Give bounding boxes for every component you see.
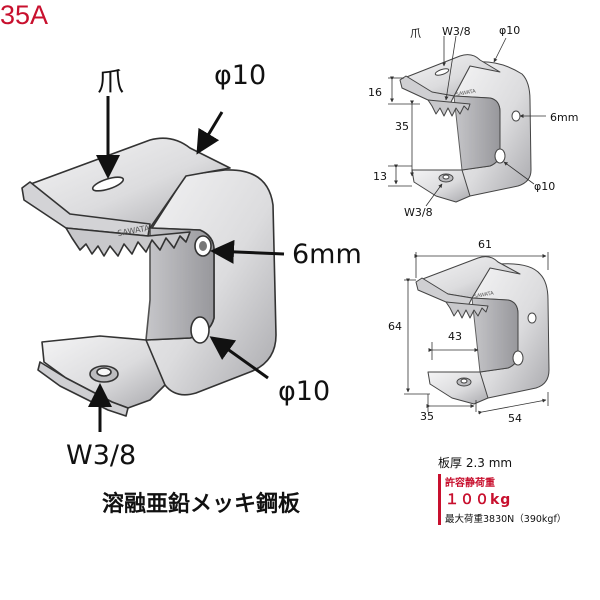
main-leaders <box>88 96 285 432</box>
hole-top-label: φ10 <box>214 60 267 91</box>
hole-bottom-label: φ10 <box>278 376 331 407</box>
view1-hole-top-label: φ10 <box>499 24 521 37</box>
view2-brand-stamp: SAWATA <box>473 290 495 300</box>
view2-width-label: 61 <box>478 238 492 251</box>
view2-inner-label: 43 <box>448 330 462 343</box>
spec-thickness: 板厚 2.3 mm <box>438 456 513 470</box>
view1-bolt-bottom-label: W3/8 <box>404 206 433 219</box>
view1-bolt-top-label: W3/8 <box>442 25 471 38</box>
view1-brand-stamp: SAWATA <box>455 88 477 98</box>
spec-max-load: 最大荷重3830N（390kgf） <box>445 514 567 525</box>
view1-dim-c: 13 <box>373 170 387 183</box>
view2-bracket: SAWATA <box>415 256 550 405</box>
spec-allow-value: １００kg <box>445 492 512 508</box>
view1-dim-a: 16 <box>368 86 382 99</box>
view1-claw-label: 爪 <box>410 27 421 40</box>
main-inner-face <box>145 227 215 341</box>
view1-hole-side-label: 6mm <box>550 111 579 124</box>
view1-hole-bottom-label: φ10 <box>534 180 556 193</box>
model-number: 35A <box>0 0 49 30</box>
view2-dimensions <box>404 252 549 415</box>
spec-allow-label: 許容静荷重 <box>445 478 495 489</box>
main-bracket: SAWATA <box>21 137 277 417</box>
main-top-slot <box>91 176 125 192</box>
view1-dimensions <box>388 35 546 207</box>
view2-depth-label: 35 <box>420 410 434 423</box>
main-bottom-hole <box>190 316 210 344</box>
main-teeth <box>65 227 191 257</box>
claw-label: 爪 <box>97 67 124 98</box>
spec-box: 板厚 2.3 mm 許容静荷重 １００kg 最大荷重3830N（390kgf） <box>438 454 598 525</box>
hole-side-label: 6mm <box>292 239 362 270</box>
material-label: 溶融亜鉛メッキ鋼板 <box>102 492 301 517</box>
view2-base-label: 54 <box>508 412 522 425</box>
view1-dim-b: 35 <box>395 120 409 133</box>
bolt-label: W3/8 <box>66 440 137 471</box>
view1-bracket: SAWATA <box>399 54 532 203</box>
main-top-lip <box>21 181 151 237</box>
view2-height-label: 64 <box>388 320 402 333</box>
spec-load-block: 許容静荷重 １００kg 最大荷重3830N（390kgf） <box>438 474 598 525</box>
